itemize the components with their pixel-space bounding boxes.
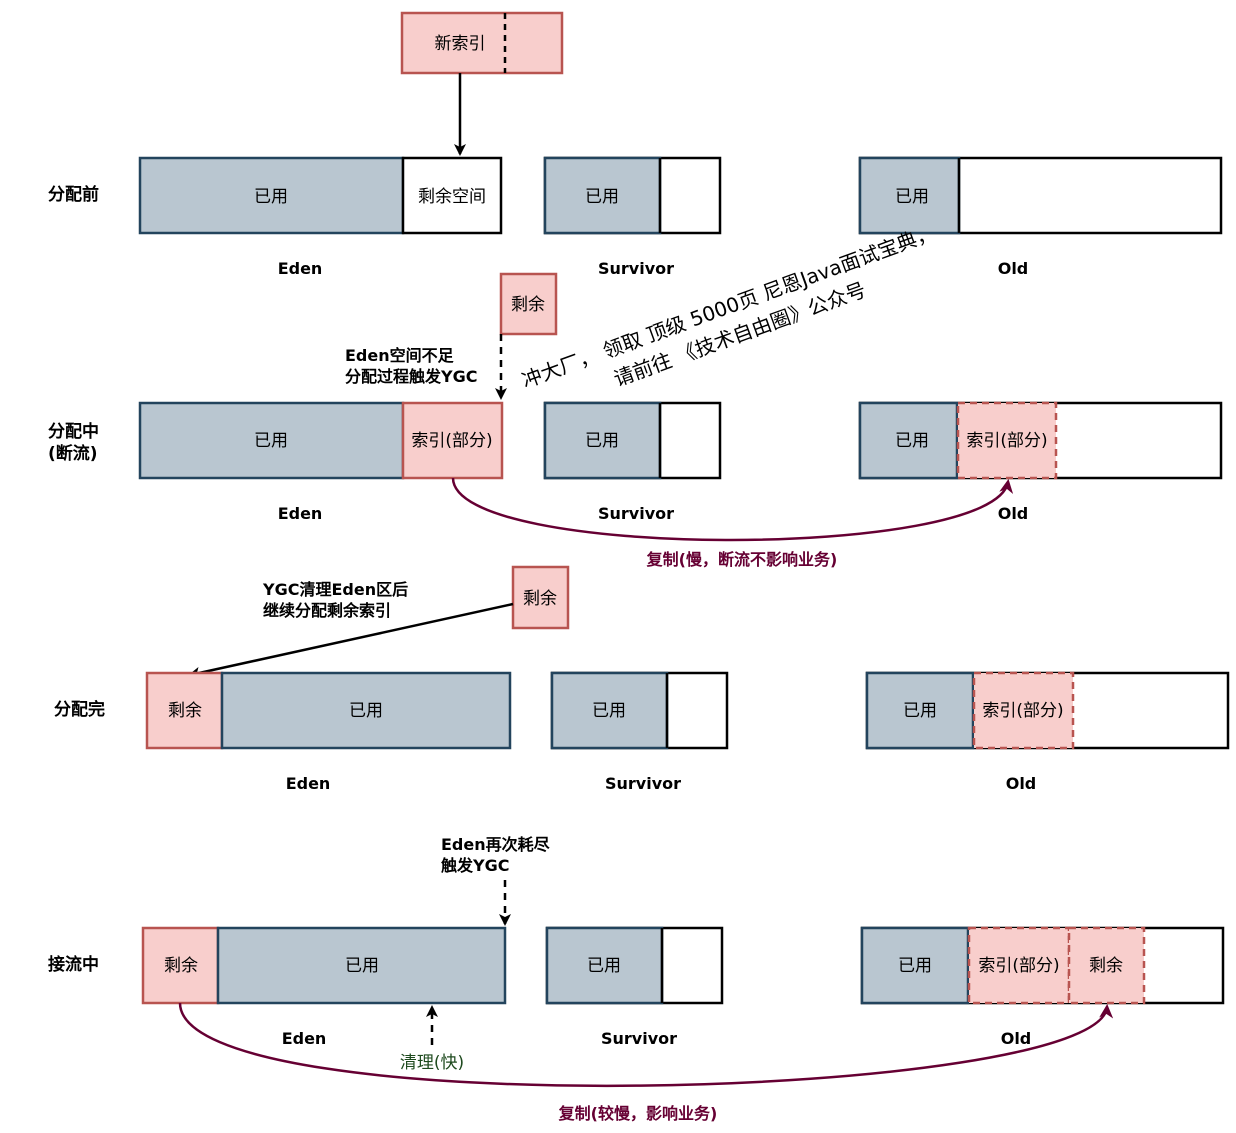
survivor-done: 已用	[550, 671, 729, 750]
eden-resume: 剩余 已用	[141, 926, 507, 1005]
eden-during: 已用 索引(部分)	[138, 401, 504, 480]
new-index-box: 新索引	[400, 11, 564, 75]
note-clean-fast: 清理(快)	[400, 1053, 464, 1073]
old-before: 已用	[858, 156, 1223, 235]
old-caption-2: Old	[998, 504, 1029, 523]
survivor-done-used-label: 已用	[592, 701, 626, 721]
note-copy-slower: 复制(较慢，影响业务)	[558, 1104, 718, 1123]
remaining-box-2: 剩余	[511, 565, 570, 630]
old-resume: 已用 索引(部分) 剩余	[860, 926, 1225, 1005]
old-resume-remaining-label: 剩余	[1089, 956, 1123, 976]
old-caption-3: Old	[1006, 774, 1037, 793]
note-eden-insufficient-1: Eden空间不足	[345, 346, 455, 365]
old-during: 已用 索引(部分)	[858, 401, 1223, 480]
eden-during-index-label: 索引(部分)	[411, 431, 492, 451]
survivor-caption-1: Survivor	[598, 259, 674, 278]
survivor-before: 已用	[543, 156, 722, 235]
remaining-box-1-label: 剩余	[511, 295, 545, 315]
eden-done-remaining-label: 剩余	[168, 701, 202, 721]
old-before-used-label: 已用	[895, 187, 929, 207]
copy-arrow-slower	[178, 1002, 1114, 1088]
survivor-during: 已用	[543, 401, 722, 480]
eden-before-used-label: 已用	[254, 187, 288, 207]
copy-arrow-slow	[451, 477, 1014, 542]
old-done-used-label: 已用	[903, 701, 937, 721]
remaining-box-1: 剩余	[499, 272, 558, 336]
survivor-caption-2: Survivor	[598, 504, 674, 523]
eden-caption-3: Eden	[286, 774, 331, 793]
survivor-caption-4: Survivor	[601, 1029, 677, 1048]
eden-caption-2: Eden	[278, 504, 323, 523]
eden-resume-used-label: 已用	[345, 956, 379, 976]
eden-before-free-label: 剩余空间	[418, 187, 486, 207]
note-eden-insufficient-2: 分配过程触发YGC	[345, 367, 477, 386]
row-label-done: 分配完	[54, 699, 105, 720]
eden-during-used-label: 已用	[254, 431, 288, 451]
old-caption-1: Old	[998, 259, 1029, 278]
survivor-resume: 已用	[545, 926, 724, 1005]
row-label-before: 分配前	[48, 184, 99, 205]
old-done: 已用 索引(部分)	[865, 671, 1230, 750]
survivor-resume-used-label: 已用	[587, 956, 621, 976]
note-eden-exhausted-2: 触发YGC	[440, 856, 509, 875]
watermark-line1: 冲大厂， 领取 顶级 5000页 尼恩Java面试宝典，	[519, 220, 939, 393]
eden-resume-remaining-label: 剩余	[164, 956, 198, 976]
note-copy-slow: 复制(慢，断流不影响业务)	[646, 550, 838, 569]
note-ygc-clean-1: YGC清理Eden区后	[262, 580, 408, 599]
new-index-label: 新索引	[435, 34, 486, 54]
row-label-during-2: (断流)	[48, 443, 98, 464]
old-caption-4: Old	[1001, 1029, 1032, 1048]
survivor-caption-3: Survivor	[605, 774, 681, 793]
eden-caption-4: Eden	[282, 1029, 327, 1048]
note-ygc-clean-2: 继续分配剩余索引	[263, 601, 391, 620]
eden-caption-1: Eden	[278, 259, 323, 278]
row-label-during-1: 分配中	[48, 421, 99, 442]
row-label-resume: 接流中	[48, 954, 99, 975]
old-done-index-label: 索引(部分)	[982, 701, 1063, 721]
remaining-box-2-label: 剩余	[523, 589, 557, 609]
survivor-before-used-label: 已用	[585, 187, 619, 207]
note-eden-exhausted-1: Eden再次耗尽	[441, 835, 551, 854]
old-during-used-label: 已用	[895, 431, 929, 451]
eden-done-used-label: 已用	[349, 701, 383, 721]
old-during-index-label: 索引(部分)	[966, 431, 1047, 451]
remaining-arrow-2	[188, 602, 514, 679]
old-resume-used-label: 已用	[898, 956, 932, 976]
watermark: 冲大厂， 领取 顶级 5000页 尼恩Java面试宝典， 请前往 《技术自由圈》…	[519, 220, 939, 393]
survivor-during-used-label: 已用	[585, 431, 619, 451]
eden-before: 已用 剩余空间	[138, 156, 503, 235]
old-resume-index-label: 索引(部分)	[978, 956, 1059, 976]
eden-done: 剩余 已用	[145, 671, 512, 750]
